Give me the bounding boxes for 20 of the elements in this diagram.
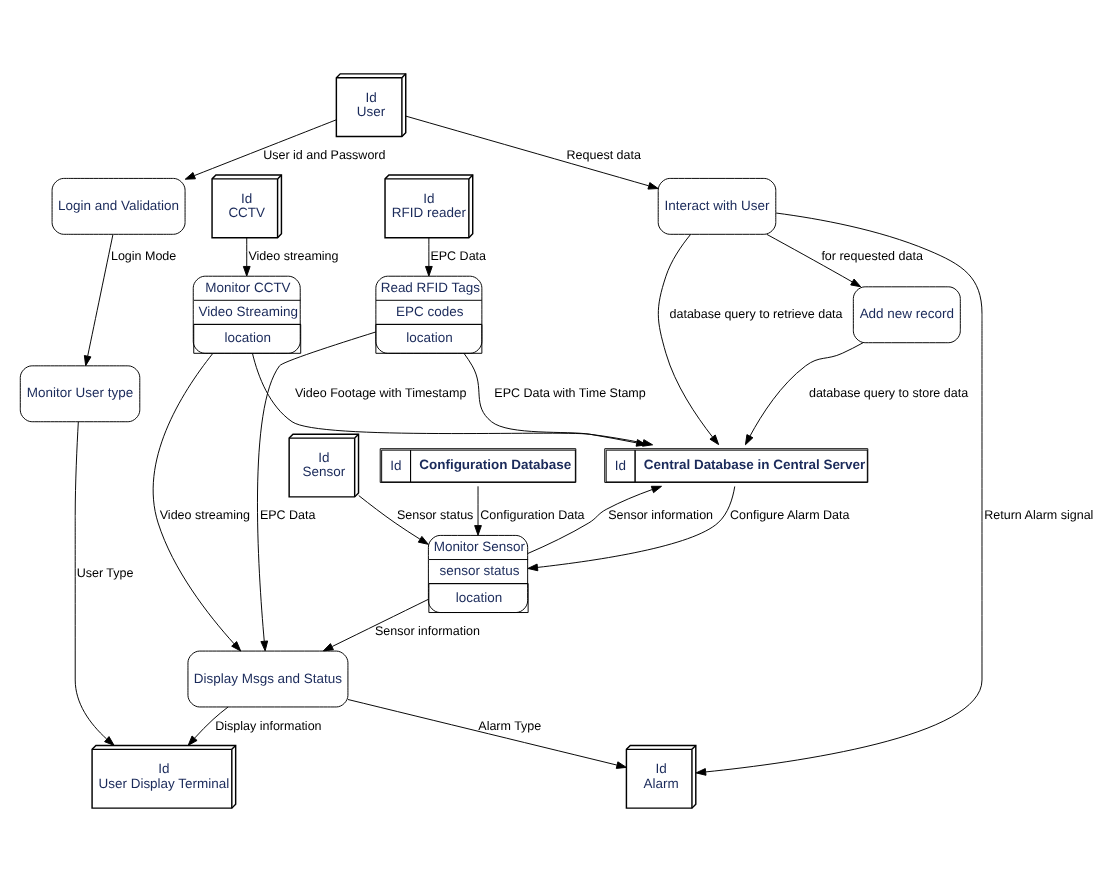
arrow [657,234,720,446]
arrow [527,485,662,554]
arrow [766,233,862,288]
arrow [257,331,377,652]
arrow [152,352,242,652]
arrow [474,485,482,536]
arrow [187,706,229,746]
arrow [83,234,114,367]
arrow [425,237,433,277]
arrow [745,342,864,446]
arrow [322,598,429,652]
arrow [347,699,627,769]
arrow [463,352,647,447]
arrow [527,485,736,572]
arrow [242,237,251,277]
arrow [405,115,659,190]
arrow [74,421,115,746]
arrow [358,495,429,545]
arrow [184,119,337,180]
arrow [695,212,983,776]
